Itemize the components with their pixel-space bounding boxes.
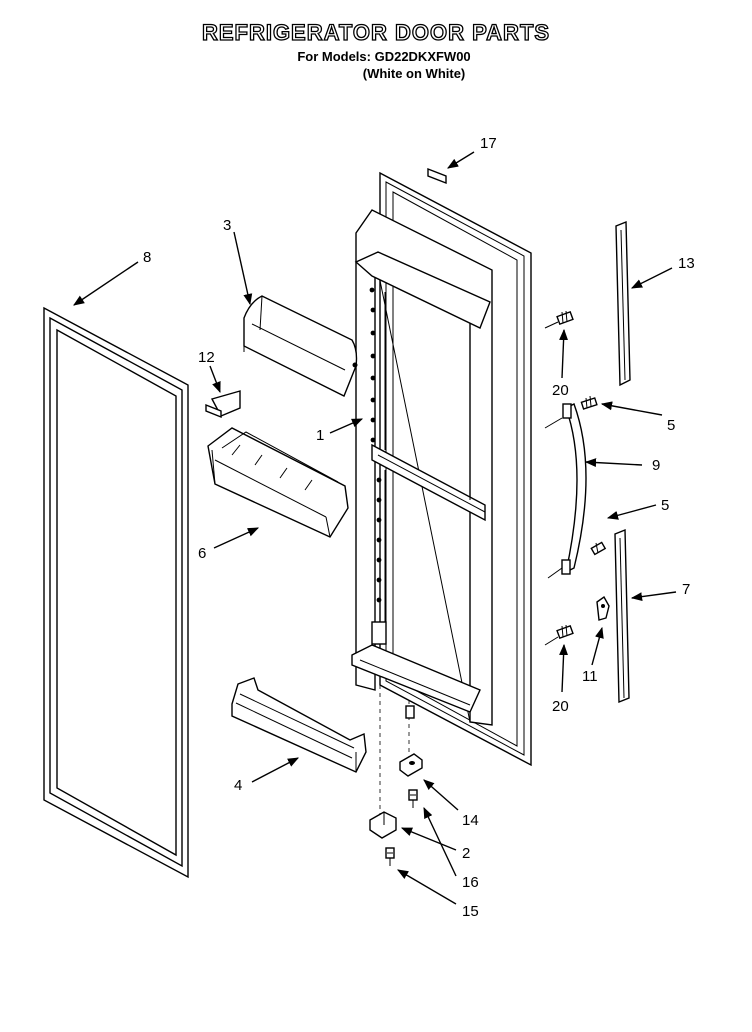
dairy-hinge (205, 390, 241, 419)
bottom-trim-strip (614, 528, 630, 704)
callout-1: 1 (316, 427, 324, 444)
door-gasket (43, 306, 189, 879)
callout-5-lower: 5 (661, 497, 669, 514)
callout-20-upper: 20 (552, 382, 569, 399)
callout-14: 14 (462, 812, 479, 829)
dairy-door (243, 295, 358, 397)
nameplate (427, 167, 447, 185)
callout-2: 2 (462, 845, 470, 862)
callout-5-upper: 5 (667, 417, 675, 434)
models-line: For Models: GD22DKXFW00 (297, 49, 471, 64)
trim-screw-bottom (544, 624, 574, 646)
upper-hinge-bushing (399, 705, 423, 777)
handle-screw-bottom (590, 541, 607, 556)
color-line: (White on White) (362, 66, 466, 81)
door-liner (351, 171, 532, 820)
callout-8: 8 (143, 249, 151, 266)
bottom-hinge (369, 811, 397, 839)
trim-clip (596, 595, 610, 621)
callout-13: 13 (678, 255, 695, 272)
callout-20-lower: 20 (552, 698, 569, 715)
leader-lines (73, 151, 677, 905)
lower-door-shelf (231, 677, 367, 773)
callout-17: 17 (480, 135, 497, 152)
trim-screw-top (544, 310, 574, 329)
callout-15: 15 (462, 903, 479, 920)
door-handle (561, 403, 587, 575)
callout-4: 4 (234, 777, 242, 794)
liner-mounting-holes (369, 287, 382, 603)
callout-9: 9 (652, 457, 660, 474)
callout-3: 3 (223, 217, 231, 234)
handle-screw-top (580, 395, 598, 410)
callout-11: 11 (582, 668, 598, 685)
door-bin (207, 427, 349, 538)
callout-12: 12 (198, 349, 215, 366)
callout-7: 7 (682, 581, 690, 598)
callout-labels: 17 3 8 13 12 20 5 1 9 5 6 7 11 20 4 14 2… (143, 135, 695, 920)
hinge-screw-upper (408, 789, 418, 808)
top-trim-strip (615, 220, 631, 387)
callout-16: 16 (462, 874, 479, 891)
diagram-title: REFRIGERATOR DOOR PARTS (201, 19, 551, 45)
callout-6: 6 (198, 545, 206, 562)
hinge-screw-lower (385, 847, 395, 866)
